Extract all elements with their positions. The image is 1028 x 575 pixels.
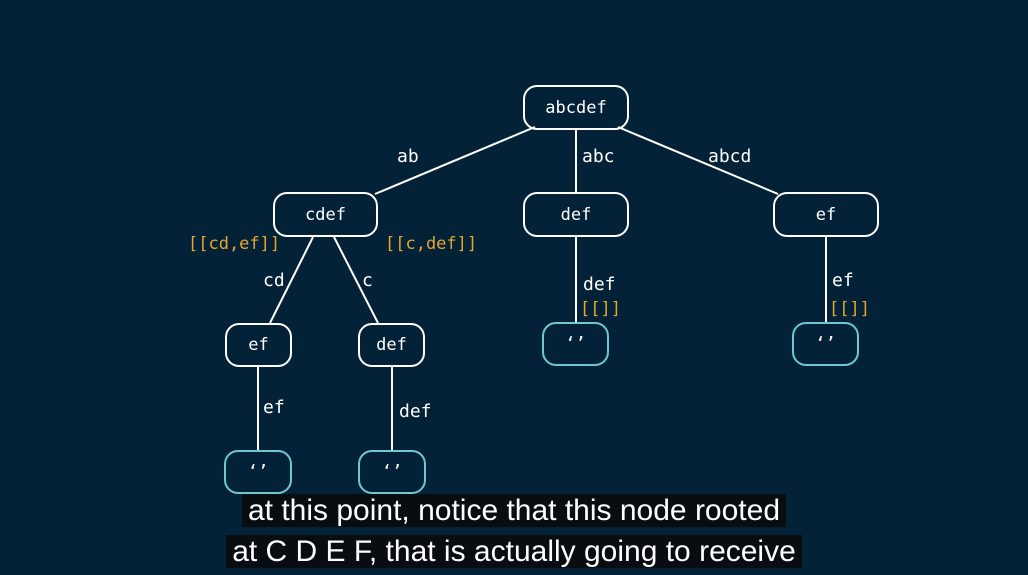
node-cdef: cdef bbox=[273, 192, 378, 237]
leaf-empty-ef: ‘’ bbox=[224, 450, 292, 494]
edge-label-abcd: abcd bbox=[708, 146, 752, 167]
memo-cdef-left: [[cd,ef]] bbox=[188, 234, 281, 254]
memo-def-mid: [[]] bbox=[580, 299, 621, 319]
subtitle-line-1: at this point, notice that this node roo… bbox=[0, 492, 1028, 530]
edge-label-cd: cd bbox=[263, 270, 285, 291]
edge-label-ef-child: ef bbox=[263, 397, 285, 418]
memo-cdef-right: [[c,def]] bbox=[385, 234, 478, 254]
edge-root-cdef bbox=[374, 126, 536, 195]
edge-label-ab: ab bbox=[397, 146, 419, 167]
edge-label-abc: abc bbox=[582, 146, 615, 167]
leaf-empty-right: ‘’ bbox=[792, 322, 859, 366]
edge-label-c: c bbox=[362, 270, 373, 291]
edge-label-def-mid: def bbox=[583, 274, 616, 295]
node-def-child: def bbox=[358, 323, 425, 367]
leaf-empty-def: ‘’ bbox=[358, 450, 426, 494]
edge-label-def-child: def bbox=[399, 401, 432, 422]
node-def-mid: def bbox=[523, 192, 629, 237]
node-root: abcdef bbox=[523, 85, 629, 130]
subtitle-text-2: at C D E F, that is actually going to re… bbox=[226, 535, 802, 568]
node-ef-right: ef bbox=[773, 192, 879, 237]
edge-cdef-def bbox=[333, 236, 379, 324]
edge-root-ef bbox=[617, 126, 779, 195]
memo-ef-right: [[]] bbox=[829, 299, 870, 319]
subtitle-line-2: at C D E F, that is actually going to re… bbox=[0, 532, 1028, 572]
edge-cdef-ef bbox=[269, 236, 314, 324]
leaf-empty-mid: ‘’ bbox=[542, 322, 609, 366]
edge-label-ef-right: ef bbox=[832, 270, 854, 291]
subtitle-text-1: at this point, notice that this node roo… bbox=[241, 494, 787, 527]
node-ef-child: ef bbox=[225, 323, 292, 367]
